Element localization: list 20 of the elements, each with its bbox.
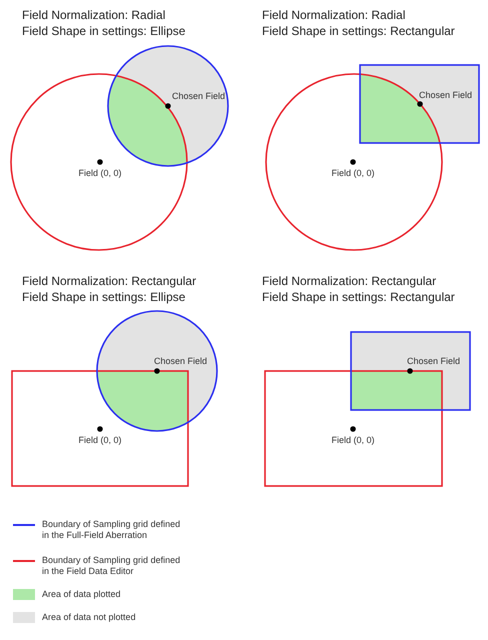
panel-heading: Field Shape in settings: Ellipse <box>22 289 186 305</box>
legend-text: Boundary of Sampling grid defined in the Full-Field Aberration <box>42 519 182 541</box>
point-label: Chosen Field <box>407 356 460 367</box>
point-label: Field (0, 0) <box>78 168 122 179</box>
point-label: Field (0, 0) <box>332 435 374 446</box>
point-label: Chosen Field <box>172 91 226 102</box>
legend-text: Area of data not plotted <box>42 612 137 623</box>
panel-heading: Field Normalization: Rectangular <box>262 273 436 289</box>
point-label: Chosen Field <box>154 356 208 367</box>
legend-text: Boundary of Sampling grid defined in the Field Data Editor <box>42 555 182 577</box>
panel-heading: Field Shape in settings: Rectangular <box>262 23 455 39</box>
panel-heading: Field Shape in settings: Ellipse <box>22 23 186 39</box>
panel-heading: Field Normalization: Rectangular <box>22 273 196 289</box>
panel-heading: Field Normalization: Radial <box>22 7 166 23</box>
legend-text: Area of data plotted <box>42 589 122 600</box>
point-label: Field (0, 0) <box>78 435 122 446</box>
point-label: Field (0, 0) <box>332 168 374 179</box>
panel-heading: Field Normalization: Radial <box>262 7 406 23</box>
point-label: Chosen Field <box>419 90 472 101</box>
panel-heading: Field Shape in settings: Rectangular <box>262 289 455 305</box>
